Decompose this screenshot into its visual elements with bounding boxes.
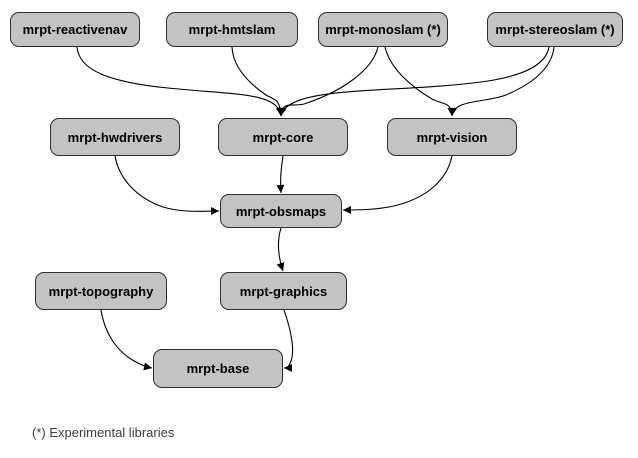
edge-mrpt-hwdrivers-to-mrpt-obsmaps [114, 155, 220, 216]
node-label-mrpt-stereoslam: mrpt-stereoslam (*) [495, 22, 615, 37]
node-mrpt-graphics: mrpt-graphics [220, 272, 347, 310]
node-mrpt-hwdrivers: mrpt-hwdrivers [50, 118, 180, 156]
node-label-mrpt-base: mrpt-base [186, 361, 250, 376]
node-mrpt-hmtslam: mrpt-hmtslam [166, 12, 298, 47]
node-label-mrpt-monoslam: mrpt-monoslam (*) [325, 22, 441, 37]
edge-mrpt-reactivenav-to-mrpt-core [76, 46, 284, 117]
edge-mrpt-vision-to-mrpt-obsmaps [342, 155, 453, 214]
node-mrpt-base: mrpt-base [153, 349, 283, 388]
node-mrpt-core: mrpt-core [218, 118, 348, 156]
node-label-mrpt-core: mrpt-core [252, 129, 314, 145]
node-mrpt-reactivenav: mrpt-reactivenav [10, 12, 140, 47]
node-label-mrpt-obsmaps: mrpt-obsmaps [235, 203, 327, 219]
node-label-mrpt-vision: mrpt-vision [416, 129, 488, 145]
node-mrpt-monoslam: mrpt-monoslam (*) [318, 12, 448, 47]
node-mrpt-topography: mrpt-topography [35, 272, 167, 310]
node-mrpt-vision: mrpt-vision [387, 118, 517, 156]
node-mrpt-obsmaps: mrpt-obsmaps [220, 194, 342, 228]
edge-mrpt-hmtslam-to-mrpt-core [231, 46, 285, 117]
node-label-mrpt-hwdrivers: mrpt-hwdrivers [67, 129, 163, 145]
node-label-mrpt-graphics: mrpt-graphics [239, 283, 328, 299]
edge-mrpt-monoslam-to-mrpt-vision [384, 46, 456, 117]
edge-mrpt-stereoslam-to-mrpt-core [278, 46, 550, 117]
node-label-mrpt-hmtslam: mrpt-hmtslam [188, 22, 276, 37]
edge-mrpt-core-to-mrpt-obsmaps [276, 155, 285, 194]
edge-mrpt-graphics-to-mrpt-base [283, 309, 294, 372]
node-label-mrpt-topography: mrpt-topography [48, 283, 154, 299]
footnote-experimental-libraries: (*) Experimental libraries [32, 425, 175, 440]
edge-mrpt-stereoslam-to-mrpt-vision [448, 46, 555, 117]
edge-mrpt-monoslam-to-mrpt-core [277, 46, 379, 117]
edge-mrpt-obsmaps-to-mrpt-graphics [276, 227, 285, 272]
node-mrpt-stereoslam: mrpt-stereoslam (*) [487, 12, 623, 47]
node-label-mrpt-reactivenav: mrpt-reactivenav [22, 22, 128, 37]
edge-mrpt-topography-to-mrpt-base [100, 309, 153, 371]
